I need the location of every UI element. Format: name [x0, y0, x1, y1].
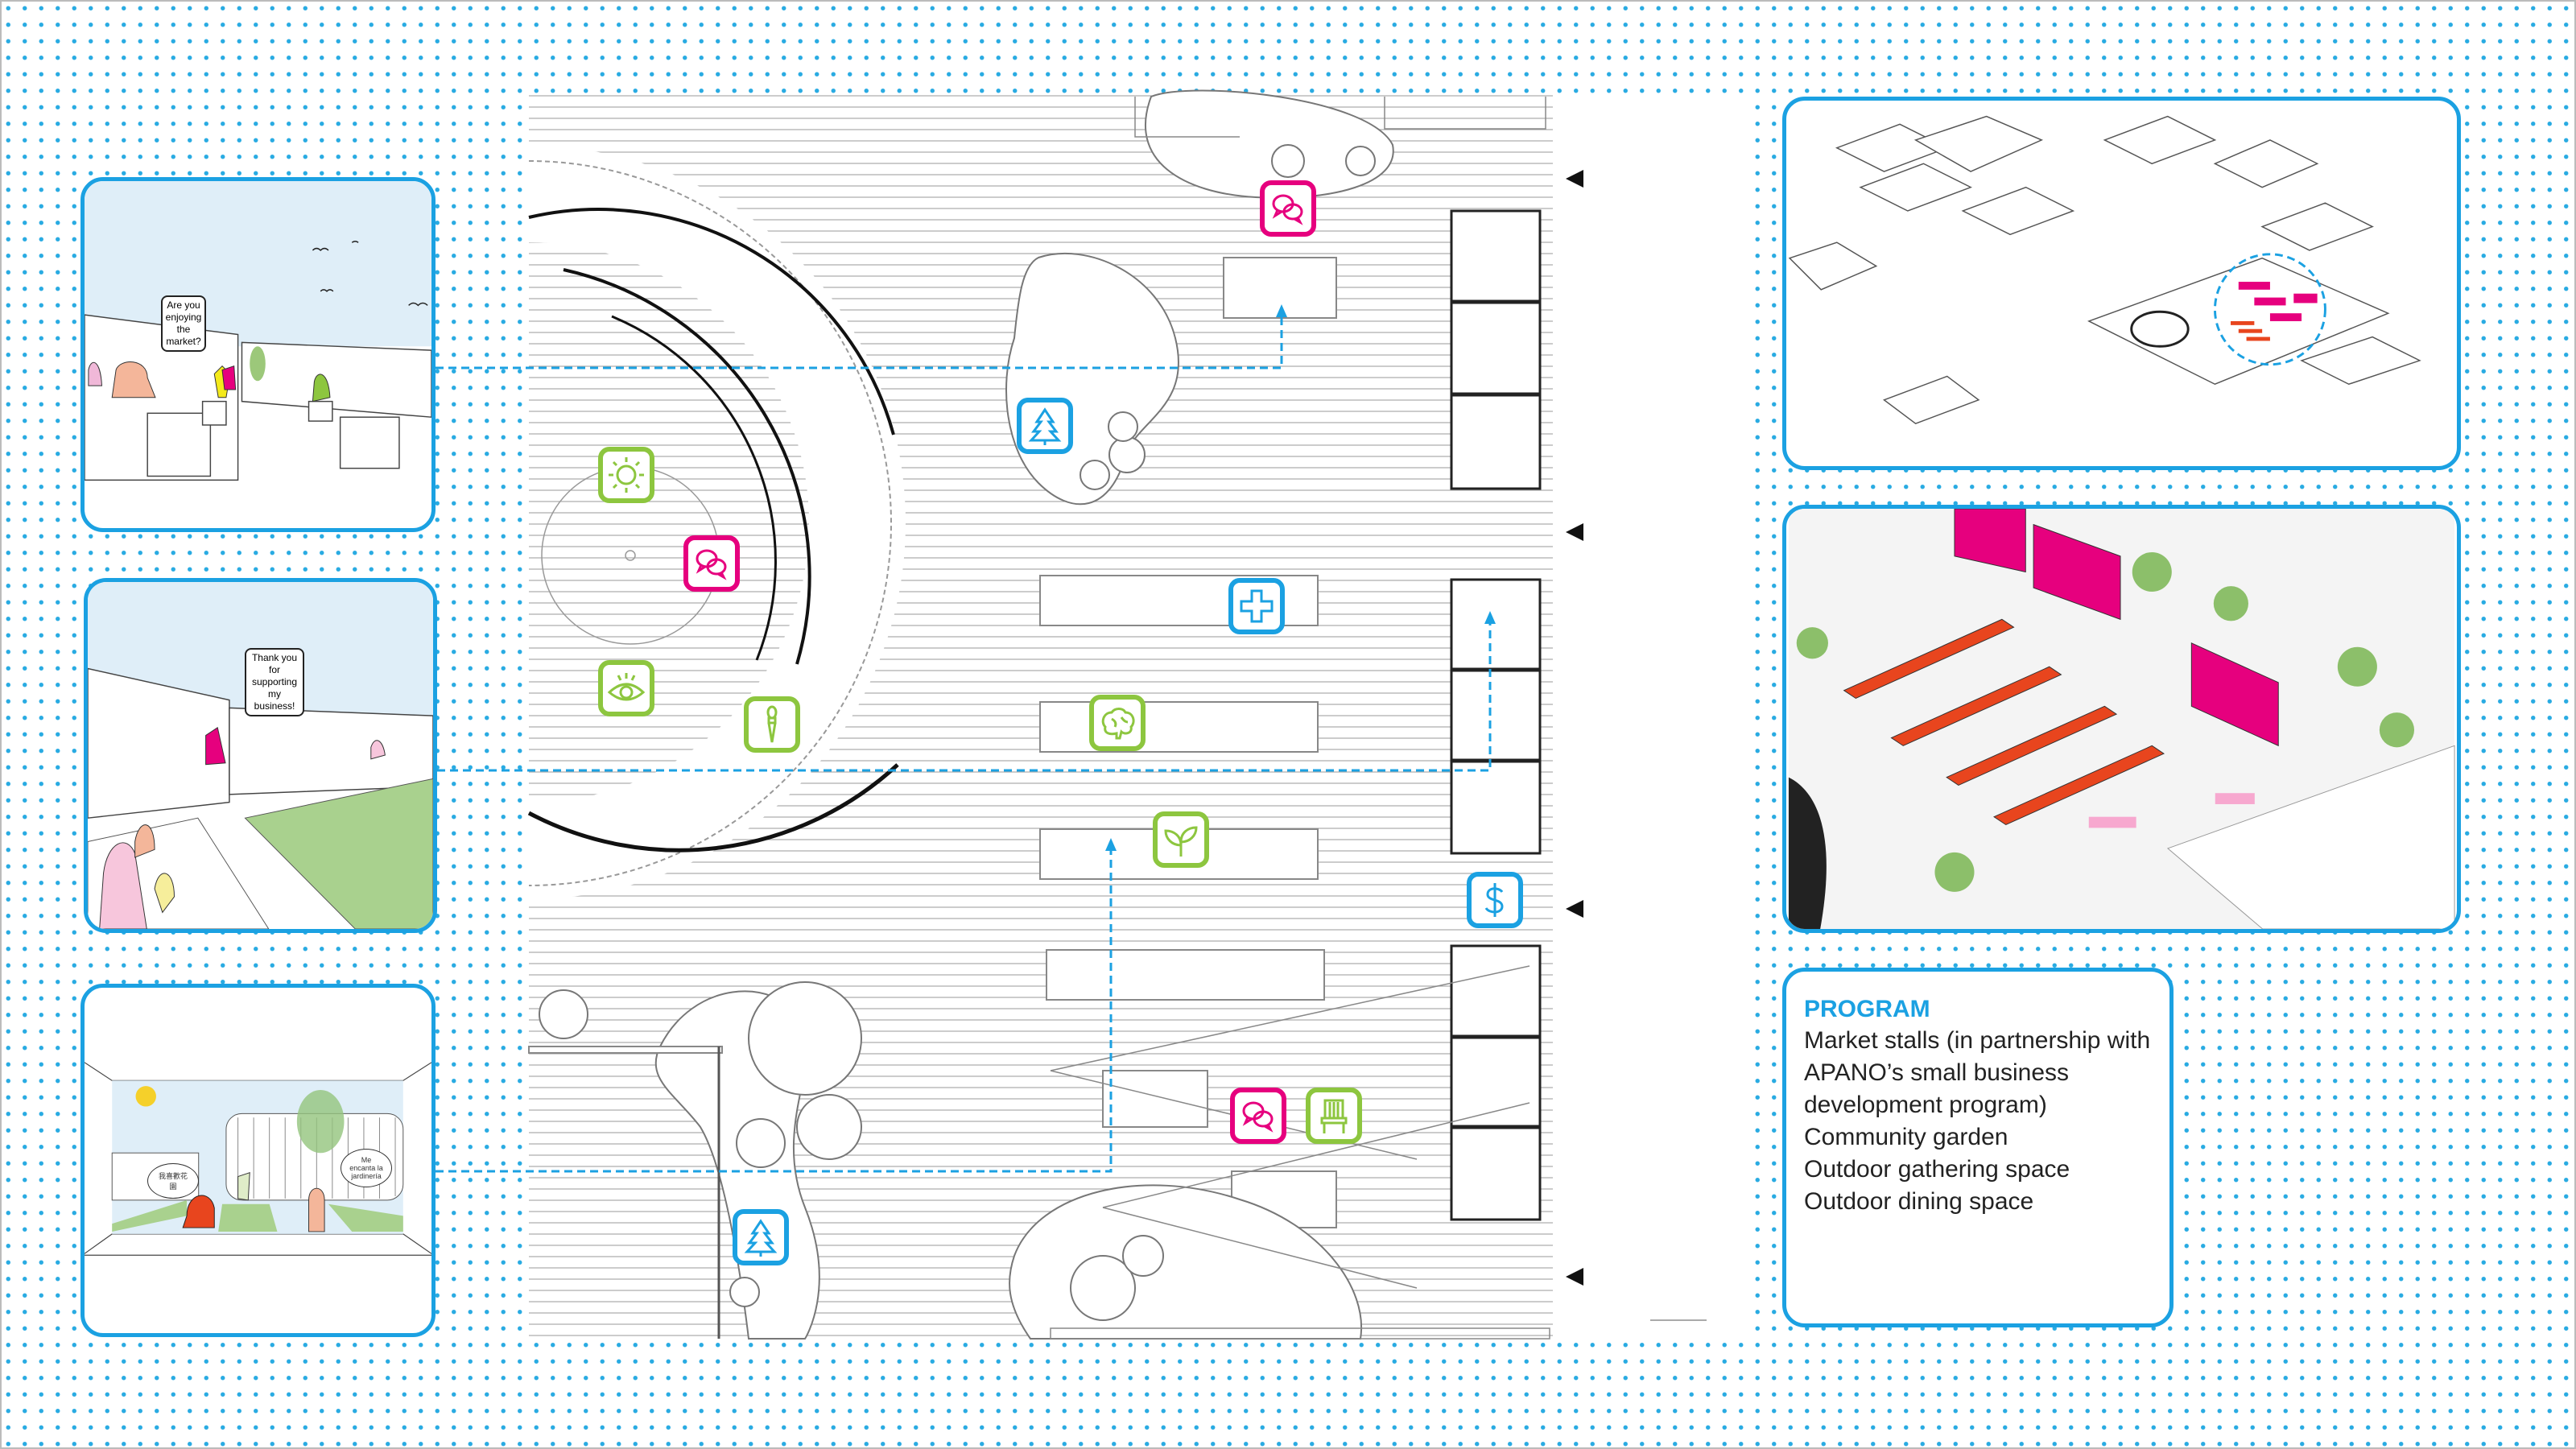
program-item: Community garden: [1804, 1124, 2008, 1150]
conversation-icon: [683, 535, 740, 592]
connector-lines: [436, 316, 1492, 1173]
axonometric-site-view: [1782, 97, 2461, 470]
program-box: PROGRAM Market stalls (in partnership wi…: [1782, 968, 2174, 1327]
section-marker-arrow: [1566, 900, 1583, 918]
conversation-icon: [1230, 1088, 1286, 1144]
conversation-icon: [1260, 180, 1316, 237]
section-marker-arrow: [1566, 170, 1583, 188]
circular-plaza: [527, 146, 906, 899]
vignette-garden: 我喜歡花園 Me encanta la jardinería: [80, 984, 436, 1337]
eye-icon: [598, 660, 654, 716]
section-marker-arrow: [1566, 523, 1583, 541]
market-stalls: [1450, 209, 1542, 1221]
program-item: Market stalls (in partnership with APANO…: [1804, 1027, 2151, 1118]
section-marker-arrow: [1566, 1268, 1583, 1286]
dollar-icon: [1467, 872, 1523, 928]
tree-icon: [733, 1209, 789, 1265]
thought-bubble: Me encanta la jardinería: [341, 1149, 392, 1187]
thought-bubble: 我喜歡花園: [147, 1163, 199, 1199]
sun-icon: [598, 447, 654, 503]
chair-icon: [1306, 1088, 1362, 1144]
tree-icon: [1017, 398, 1073, 454]
paintbrush-icon: [744, 696, 800, 753]
vignette-business: Thank you for supporting my business!: [84, 578, 437, 933]
vignette-market: Are you enjoying the market?: [80, 177, 436, 532]
speech-bubble: Are you enjoying the market?: [161, 295, 206, 352]
program-title: PROGRAM: [1804, 996, 1930, 1022]
program-item: Outdoor gathering space: [1804, 1156, 2070, 1183]
brain-icon: [1089, 695, 1146, 751]
garden-beds: [539, 89, 1394, 1340]
program-item: Outdoor dining space: [1804, 1188, 2034, 1215]
speech-bubble: Thank you for supporting my business!: [245, 648, 304, 716]
market-aerial-view: [1782, 505, 2461, 933]
sprout-icon: [1153, 811, 1209, 868]
health-plus-icon: [1228, 578, 1285, 634]
